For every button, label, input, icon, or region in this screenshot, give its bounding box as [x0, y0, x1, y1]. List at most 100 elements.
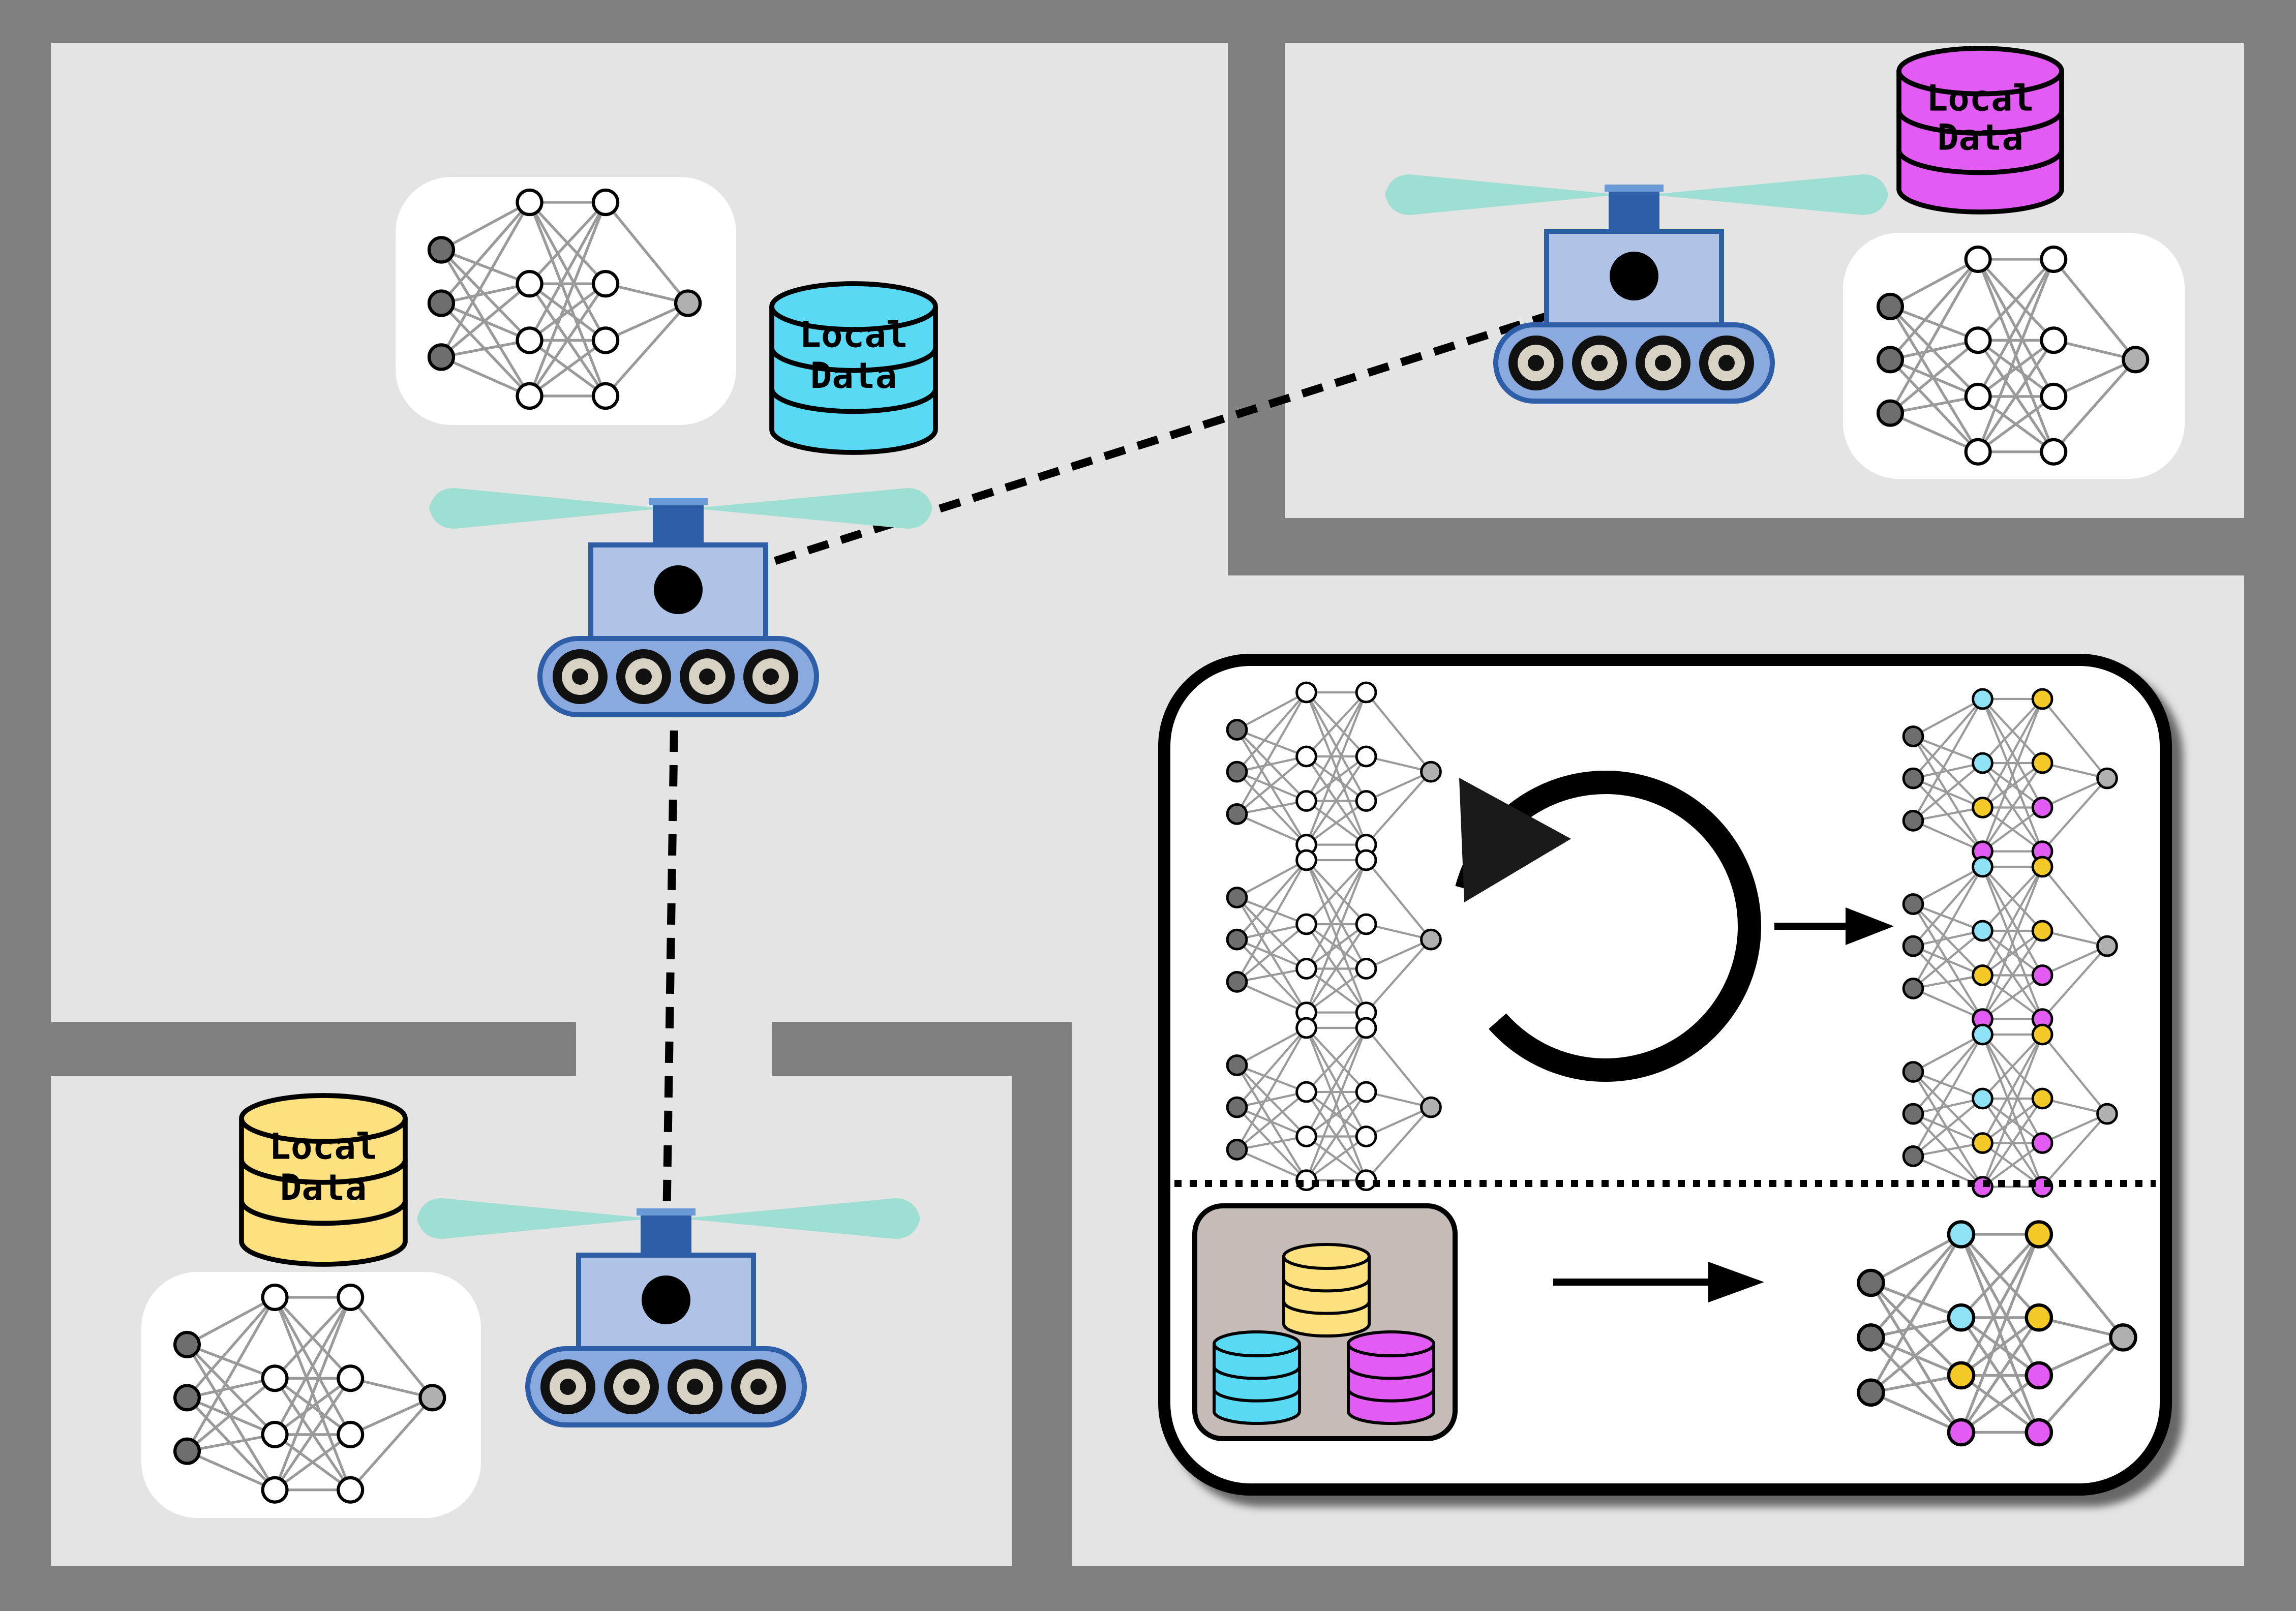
network-edge	[1236, 755, 1307, 773]
hidden-node	[1947, 1303, 1976, 1332]
tracked-drone-robot-icon	[1385, 174, 1888, 404]
neural-network-icon	[1902, 856, 2118, 1030]
network-edge	[528, 201, 607, 285]
hidden-node	[591, 326, 620, 354]
hidden-node	[1355, 745, 1377, 768]
network-edge	[186, 1296, 276, 1452]
db-band	[1282, 1301, 1371, 1315]
network-edge	[1869, 1233, 1962, 1393]
neural-network-icon	[1226, 849, 1442, 1023]
network-edge	[440, 249, 531, 342]
db-body	[1213, 1344, 1301, 1425]
network-edge	[1305, 691, 1367, 802]
propeller-blade-right	[1649, 174, 1888, 215]
input-node	[173, 1330, 201, 1358]
neural-network-icon	[1857, 1220, 2137, 1447]
network-edge	[1236, 1027, 1308, 1150]
db-body	[1282, 1256, 1371, 1338]
hidden-node	[1972, 964, 1993, 986]
network-edge	[1870, 1374, 1961, 1394]
network-edge	[274, 1377, 351, 1436]
network-edges	[1236, 859, 1432, 1014]
network-edges	[1889, 258, 2137, 453]
network-edge	[186, 1296, 276, 1346]
db-body	[239, 1118, 408, 1267]
network-edge	[1236, 1027, 1307, 1067]
hidden-node	[2040, 246, 2068, 273]
hidden-node	[1355, 790, 1377, 812]
neural-network-icon	[1226, 681, 1442, 856]
neural-network-icon	[1877, 246, 2150, 466]
network-edge	[1981, 1098, 2043, 1188]
network-edge	[1236, 691, 1308, 773]
hidden-node	[2025, 1303, 2053, 1332]
right-arrow-icon	[1708, 1262, 1764, 1302]
hidden-node	[1972, 856, 1993, 878]
network-edge	[2041, 1113, 2108, 1188]
network-edge	[186, 1296, 276, 1399]
network-edge	[1912, 903, 1984, 976]
hidden-node	[2031, 752, 2053, 774]
hidden-node	[2025, 1220, 2053, 1249]
network-edge	[441, 248, 530, 285]
hidden-node	[1355, 681, 1377, 704]
network-edge	[1889, 258, 1979, 361]
network-edge	[1306, 755, 1367, 802]
network-edge	[1236, 1091, 1307, 1151]
network-edge	[1236, 981, 1307, 1014]
network-edge	[1305, 1091, 1367, 1181]
network-edge	[1305, 691, 1367, 757]
wheel-hub	[572, 668, 588, 685]
network-edge	[1913, 762, 1983, 780]
network-edge	[274, 1297, 352, 1491]
network-edge	[1236, 813, 1307, 846]
network-edge	[1870, 1233, 1962, 1284]
neural-network-icon	[173, 1284, 446, 1504]
hidden-node	[1972, 1023, 1993, 1046]
wheel-hub	[1718, 355, 1735, 371]
network-edge	[186, 1344, 276, 1436]
input-node	[1226, 971, 1248, 993]
hidden-node	[1947, 1418, 1976, 1447]
network-edge	[186, 1377, 276, 1452]
network-edge	[1306, 967, 1367, 1014]
wheel-hub	[1655, 355, 1671, 371]
network-edge	[528, 339, 607, 398]
output-node	[2096, 935, 2118, 957]
rotor-cap	[649, 498, 708, 505]
network-edge	[1913, 929, 1983, 948]
input-node	[427, 289, 456, 317]
network-edge	[1306, 923, 1367, 970]
db-band	[239, 1200, 408, 1226]
network-edge	[1981, 698, 2044, 852]
output-node	[674, 289, 702, 317]
network-edge	[1236, 1027, 1308, 1108]
hidden-node	[516, 188, 543, 217]
hidden-node	[1355, 958, 1377, 980]
network-edge	[440, 201, 531, 358]
network-edge	[1912, 698, 1984, 779]
network-edge	[1366, 938, 1432, 970]
network-edge	[1913, 819, 1983, 853]
network-edge	[1913, 698, 1983, 738]
neural-network-icon	[1902, 1023, 2118, 1198]
all-data-box	[1192, 1203, 1458, 1441]
hidden-node	[2031, 920, 2053, 942]
network-edge	[1913, 1142, 1983, 1158]
network-edge	[1365, 1027, 1432, 1108]
network-edge	[1869, 1233, 1962, 1339]
database-cylinder-icon	[1213, 1330, 1301, 1425]
db-label-line1: Local	[799, 313, 908, 355]
db-top	[1282, 1243, 1371, 1270]
network-edge	[1981, 866, 2043, 932]
propeller-blade-left	[429, 488, 663, 529]
network-edge	[2041, 1034, 2108, 1115]
network-edge	[1977, 395, 2055, 453]
network-edge	[1981, 1034, 2044, 1188]
network-edge	[440, 355, 530, 398]
input-node	[1226, 719, 1248, 741]
network-edge	[1912, 866, 1984, 947]
network-edge	[1890, 339, 1979, 361]
